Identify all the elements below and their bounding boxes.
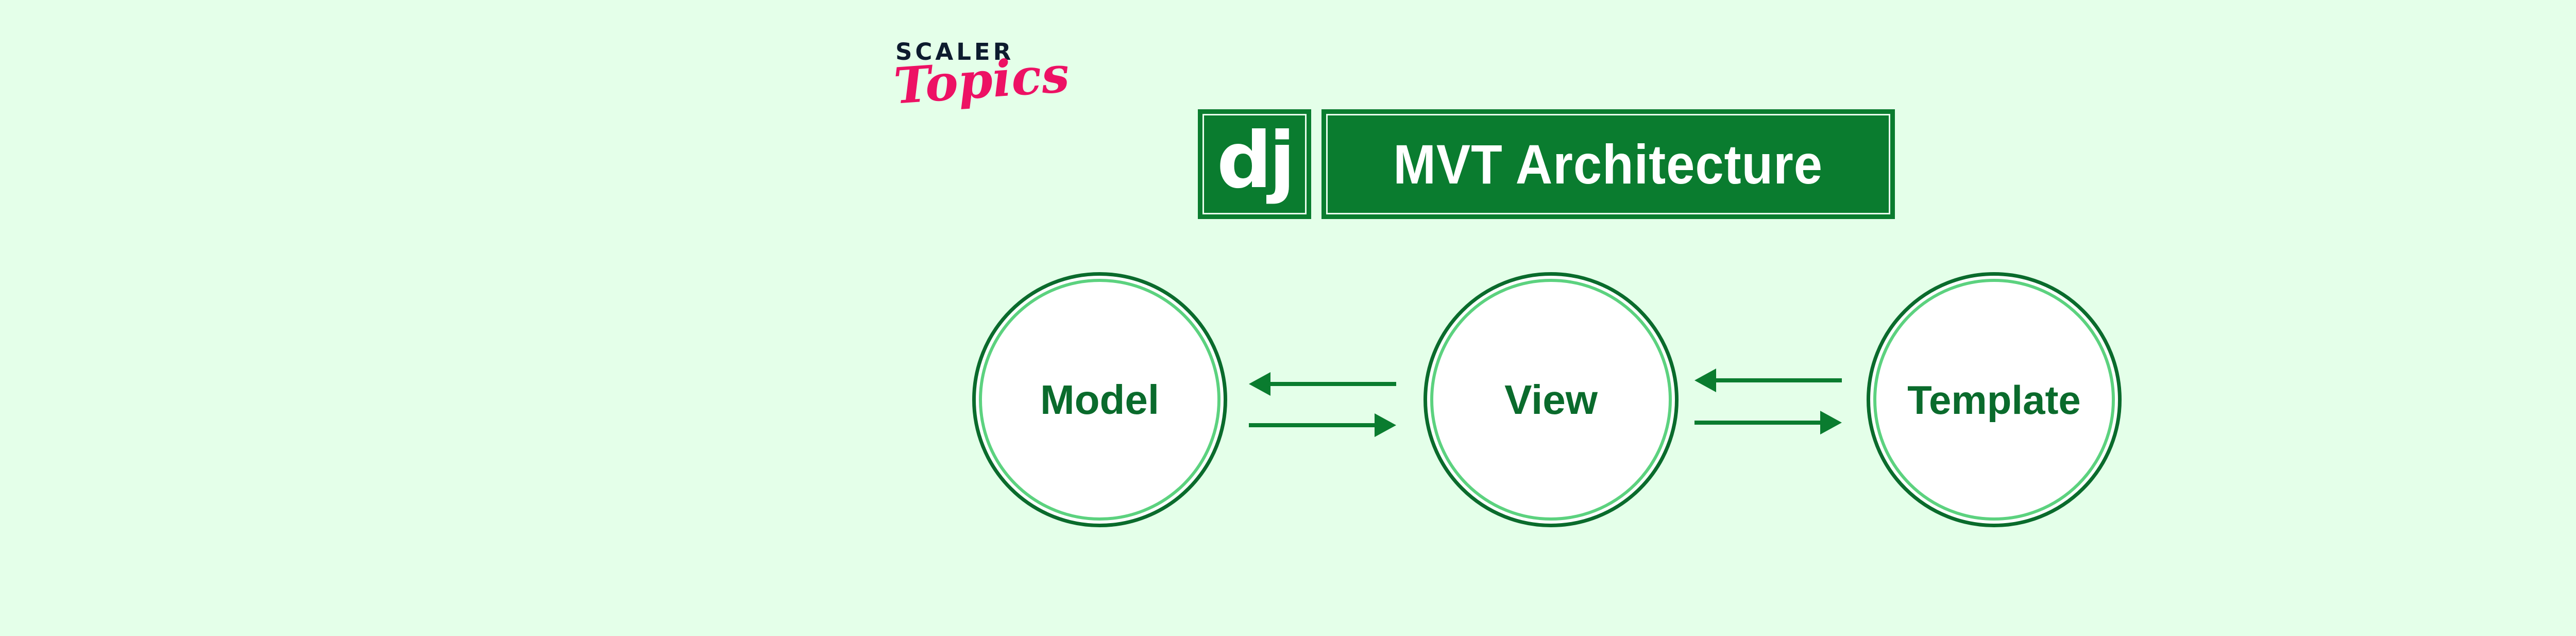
diagram-node-view: View xyxy=(1423,272,1679,527)
brand-name-scaler: SCALER xyxy=(895,38,1014,65)
django-logo-badge-inner-border: dj xyxy=(1202,114,1307,214)
banner-title-box: MVT Architecture xyxy=(1321,109,1895,219)
arrow-group-view-template xyxy=(1674,356,1870,443)
diagram-node-model: Model xyxy=(972,272,1227,527)
diagram-node-view-label: View xyxy=(1504,376,1598,423)
arrow-view-to-model xyxy=(1249,372,1396,396)
arrow-template-to-view xyxy=(1694,369,1842,392)
django-dj-icon: dj xyxy=(1216,116,1296,206)
diagram-node-template: Template xyxy=(1867,272,2122,527)
arrow-view-to-template xyxy=(1694,411,1842,434)
diagram-node-model-label: Model xyxy=(1040,376,1160,423)
arrow-model-to-view xyxy=(1249,413,1396,437)
scaler-topics-logo: SCALER Topics xyxy=(892,38,1071,141)
banner: dj MVT Architecture xyxy=(1198,109,1895,219)
page-title: MVT Architecture xyxy=(1393,132,1823,195)
arrow-group-model-view xyxy=(1236,356,1432,443)
django-logo-badge: dj xyxy=(1198,109,1311,219)
banner-title-inner-border: MVT Architecture xyxy=(1326,114,1890,214)
diagram-node-template-label: Template xyxy=(1907,377,2081,423)
